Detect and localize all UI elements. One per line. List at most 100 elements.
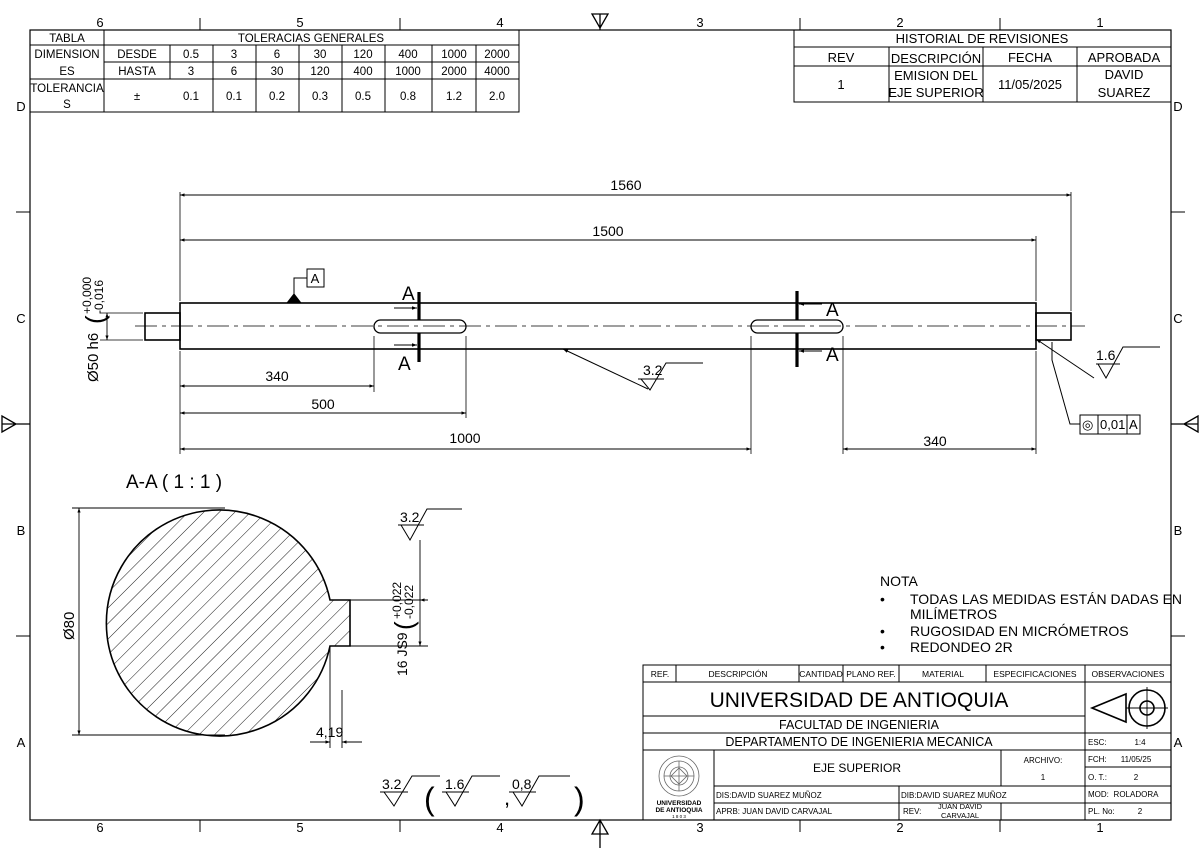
tol-dimension-label-b: ES [59, 66, 75, 78]
bullet-icon: • [880, 639, 885, 655]
datum-feature-a [285, 268, 325, 304]
zone-bottom-2: 2 [896, 820, 903, 835]
surface-finish-legend: 3.2 ( 1.6 , 0,8 ) [380, 775, 585, 817]
tol-desde-cell: 2000 [484, 49, 510, 61]
keyway-tol-upper: +0,022 [390, 582, 404, 619]
tol-value-cell: 0.5 [355, 91, 371, 103]
tb-reviewer-label: REV: [903, 807, 921, 816]
rev-header-rev: REV [828, 50, 855, 65]
tol-desde-cell: 30 [314, 49, 327, 61]
tb-date-value: 11/05/25 [1121, 755, 1152, 764]
section-cut-left [394, 292, 421, 362]
tb-mod-value: ROLADORA [1114, 790, 1160, 799]
tol-hasta-cell: 30 [271, 66, 284, 78]
tb-university: UNIVERSIDAD DE ANTIOQUIA [710, 689, 1009, 712]
keyway-right [750, 319, 844, 334]
tb-reviewer-line1: JUAN DAVID [938, 802, 983, 811]
tol-value-cell: 0.1 [183, 91, 199, 103]
keyway-left [373, 319, 467, 334]
roughness-value-end: 1.6 [1096, 347, 1116, 363]
diameter-tolerance-callout: Ø50 h6 ( +0,000 -0,016 [80, 277, 110, 382]
tol-value-cell: 0.3 [312, 91, 328, 103]
keyway-tol-lower: -0,022 [402, 585, 416, 619]
shaft-view: A A A A [80, 177, 1160, 454]
tol-dimension-label-a: DIMENSION [34, 49, 99, 61]
tb-part-name: EJE SUPERIOR [813, 761, 901, 775]
tb-plano-label: PL. No: [1088, 807, 1115, 816]
section-diameter-dim [72, 507, 225, 736]
section-title: A-A ( 1 : 1 ) [126, 472, 222, 493]
rev-description-line2: EJE SUPERIOR [888, 85, 983, 100]
tol-hasta-label: HASTA [118, 66, 156, 78]
zone-right-c: C [1173, 311, 1182, 326]
tb-scale-value: 1:4 [1134, 738, 1146, 747]
zone-top-2: 2 [896, 15, 903, 30]
section-view-a-a: A-A ( 1 : 1 ) Ø80 16 JS9 ( +0,022 -0,022… [61, 472, 462, 748]
projection-symbol-icon [1089, 687, 1168, 729]
note-item: MILÍMETROS [910, 606, 997, 622]
extension-lines [100, 192, 1072, 454]
legend-paren-open: ( [424, 781, 435, 817]
geo-tol-datum: A [1129, 417, 1138, 432]
rev-header-date: FECHA [1008, 50, 1052, 65]
tol-value-cell: 1.2 [446, 91, 462, 103]
bullet-icon: • [880, 591, 885, 607]
tb-header-material: MATERIAL [922, 669, 964, 679]
keyway-depth-dim [310, 646, 362, 748]
section-roughness-value: 3.2 [400, 509, 420, 525]
zone-right-b: B [1174, 523, 1183, 538]
rev-date: 11/05/2025 [998, 77, 1062, 92]
keyway-tol-paren: ( [389, 621, 419, 630]
diameter-tol-upper: +0,000 [80, 277, 94, 314]
note-item: TODAS LAS MEDIDAS ESTÁN DADAS EN [910, 591, 1182, 607]
section-cut-right [795, 291, 822, 367]
zone-top-6: 6 [96, 15, 103, 30]
legend-comma: , [504, 785, 510, 810]
geo-tol-value: 0,01 [1100, 417, 1125, 432]
tb-plano-value: 2 [1138, 807, 1143, 816]
tol-pm-symbol: ± [134, 91, 140, 103]
zone-left-a: A [17, 735, 26, 750]
tb-archivo-label: ARCHIVO: [1024, 756, 1063, 765]
tol-desde-cell: 6 [274, 49, 280, 61]
tol-value-cell: 0.8 [400, 91, 416, 103]
tb-reviewer-line2: CARVAJAL [941, 811, 979, 820]
note-item: RUGOSIDAD EN MICRÓMETROS [910, 623, 1129, 639]
tb-designer: DIS:DAVID SUAREZ MUÑOZ [716, 791, 822, 800]
section-diameter-label: Ø80 [61, 612, 78, 640]
zone-top-4: 4 [496, 15, 503, 30]
tol-hasta-cell: 120 [310, 66, 329, 78]
roughness-symbol-mid [562, 348, 703, 391]
revision-title: HISTORIAL DE REVISIONES [896, 31, 1069, 46]
drawing-frame [1, 13, 1199, 848]
tb-header-obs: OBSERVACIONES [1092, 669, 1165, 679]
dim-overall-length: 1560 [610, 177, 641, 193]
tol-hasta-cell: 3 [188, 66, 194, 78]
zone-top-3: 3 [696, 15, 703, 30]
notes-block: NOTA • TODAS LAS MEDIDAS ESTÁN DADAS EN … [880, 573, 1182, 655]
title-block: REF. DESCRIPCIÓN CANTIDAD PLANO REF. MAT… [642, 664, 1172, 821]
section-letter: A [398, 354, 411, 375]
keyway-depth-label: 4,19 [316, 724, 343, 740]
tb-department: DEPARTAMENTO DE INGENIERIA MECANICA [725, 735, 993, 749]
zone-top-5: 5 [296, 15, 303, 30]
tb-header-specs: ESPECIFICACIONES [993, 669, 1076, 679]
note-item: REDONDEO 2R [910, 639, 1013, 655]
tb-faculty: FACULTAD DE INGENIERIA [779, 718, 940, 732]
section-roughness-symbol [398, 508, 462, 542]
rev-header-approved: APROBADA [1088, 50, 1161, 65]
tol-tolerance-label-b: S [63, 99, 71, 111]
section-letter: A [826, 345, 839, 366]
notes-title: NOTA [880, 573, 919, 589]
tol-desde-cell: 120 [353, 49, 372, 61]
keyway-tolerance-callout: 16 JS9 ( +0,022 -0,022 [389, 582, 419, 676]
shaft-left-journal [144, 312, 181, 341]
tol-table-title: TOLERACIAS GENERALES [238, 33, 384, 45]
legend-paren-close: ) [574, 781, 585, 817]
tol-desde-label: DESDE [117, 49, 157, 61]
bullet-icon: • [880, 623, 885, 639]
zone-left-d: D [16, 99, 25, 114]
zone-bottom-4: 4 [496, 820, 503, 835]
tol-value-cell: 0.1 [226, 91, 242, 103]
